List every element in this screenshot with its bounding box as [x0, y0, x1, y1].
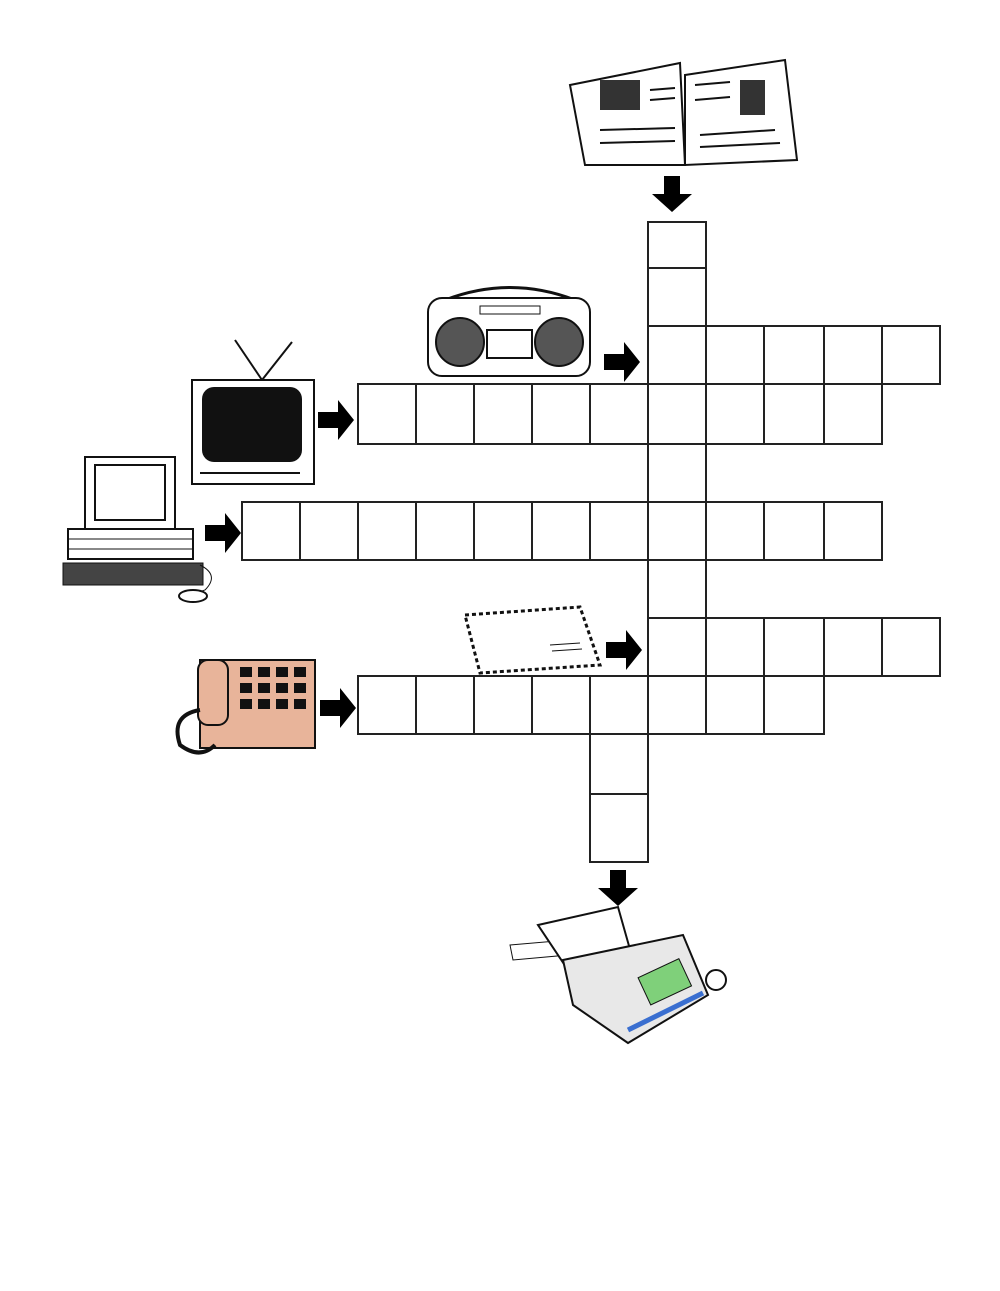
crossword-cell[interactable]	[823, 617, 883, 677]
crossword-cell[interactable]	[589, 793, 649, 863]
crossword-cell[interactable]	[881, 325, 941, 385]
crossword-cell[interactable]	[357, 675, 417, 735]
envelope-icon	[463, 605, 603, 675]
crossword-cell[interactable]	[589, 733, 649, 795]
crossword-cell[interactable]	[763, 675, 825, 735]
computer-icon	[62, 456, 212, 603]
crossword-cell[interactable]	[415, 501, 475, 561]
crossword-cell[interactable]	[589, 383, 649, 445]
crossword-cell[interactable]	[299, 501, 359, 561]
crossword-cell[interactable]	[823, 383, 883, 445]
crossword-cell[interactable]	[705, 501, 765, 561]
crossword-cell[interactable]	[589, 501, 649, 561]
crossword-cell[interactable]	[763, 383, 825, 445]
crossword-cell[interactable]	[647, 675, 707, 735]
crossword-cell[interactable]	[647, 501, 707, 561]
crossword-cell[interactable]	[473, 675, 533, 735]
arrow-right-icon	[604, 342, 640, 382]
crossword-cell[interactable]	[647, 559, 707, 619]
crossword-cell[interactable]	[647, 221, 707, 269]
crossword-cell[interactable]	[415, 675, 475, 735]
arrow-right-icon	[205, 513, 241, 553]
crossword-cell[interactable]	[705, 383, 765, 445]
crossword-cell[interactable]	[357, 383, 417, 445]
crossword-cell[interactable]	[473, 383, 533, 445]
arrow-right-icon	[606, 630, 642, 670]
crossword-cell[interactable]	[647, 325, 707, 385]
crossword-cell[interactable]	[763, 501, 825, 561]
crossword-cell[interactable]	[705, 617, 765, 677]
crossword-cell[interactable]	[705, 675, 765, 735]
crossword-cell[interactable]	[763, 325, 825, 385]
radio-cassette-icon	[427, 286, 591, 377]
crossword-cell[interactable]	[647, 617, 707, 677]
crossword-cell[interactable]	[473, 501, 533, 561]
crossword-cell[interactable]	[881, 617, 941, 677]
crossword-cell[interactable]	[647, 267, 707, 327]
arrow-down-icon	[652, 176, 692, 212]
arrow-down-icon	[598, 870, 638, 906]
television-icon	[191, 339, 315, 485]
crossword-cell[interactable]	[647, 383, 707, 445]
newspaper-icon	[568, 58, 799, 167]
crossword-cell[interactable]	[531, 501, 591, 561]
arrow-right-icon	[320, 688, 356, 728]
crossword-cell[interactable]	[531, 675, 591, 735]
crossword-cell[interactable]	[705, 325, 765, 385]
crossword-cell[interactable]	[357, 501, 417, 561]
crossword-cell[interactable]	[823, 501, 883, 561]
crossword-cell[interactable]	[241, 501, 301, 561]
fax-machine-icon	[509, 905, 727, 1045]
crossword-cell[interactable]	[763, 617, 825, 677]
crossword-cell[interactable]	[415, 383, 475, 445]
telephone-icon	[175, 659, 316, 755]
crossword-cell[interactable]	[647, 443, 707, 503]
crossword-cell[interactable]	[589, 675, 649, 735]
crossword-cell[interactable]	[823, 325, 883, 385]
crossword-cell[interactable]	[531, 383, 591, 445]
arrow-right-icon	[318, 400, 354, 440]
